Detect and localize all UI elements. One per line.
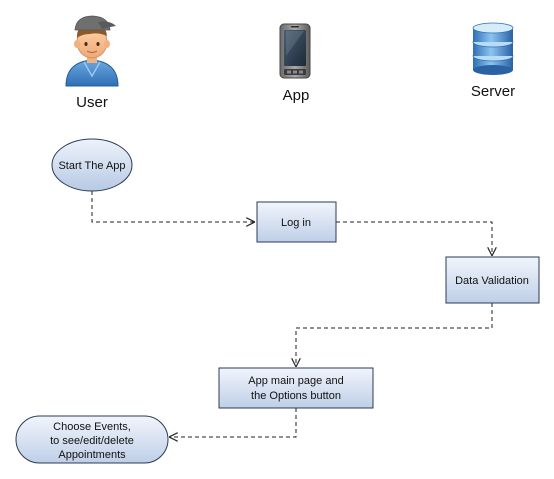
edge-main-page-to-choose — [170, 408, 297, 437]
node-start-label: Start The App — [58, 160, 125, 172]
node-start-the-app: Start The App — [51, 138, 133, 192]
smartphone-icon — [279, 23, 311, 79]
node-validation-label: Data Validation — [455, 275, 529, 287]
app-lane-header: App — [279, 23, 311, 104]
node-choose-line-2: to see/edit/delete — [50, 435, 134, 447]
database-server-icon — [472, 22, 514, 75]
node-choose-events: Choose Events, to see/edit/delete Appoin… — [15, 415, 169, 464]
node-main-page-line-1: App main page and — [248, 375, 343, 387]
node-data-validation: Data Validation — [445, 256, 540, 304]
node-log-in: Log in — [256, 201, 337, 243]
user-lane-header: User — [65, 15, 119, 111]
user-avatar-icon — [65, 15, 119, 87]
server-lane-label: Server — [471, 83, 515, 100]
node-main-page-line-2: the Options button — [251, 390, 341, 402]
user-lane-label: User — [76, 94, 108, 111]
node-choose-line-1: Choose Events, — [53, 421, 131, 433]
edge-validation-to-main-page — [296, 303, 493, 366]
edge-login-to-validation — [336, 221, 492, 255]
node-app-main-page: App main page and the Options button — [218, 367, 374, 409]
app-lane-label: App — [283, 87, 310, 104]
edge-start-to-login — [91, 191, 254, 222]
node-login-label: Log in — [281, 217, 311, 229]
node-choose-line-3: Appointments — [58, 449, 126, 461]
server-lane-header: Server — [471, 22, 515, 100]
